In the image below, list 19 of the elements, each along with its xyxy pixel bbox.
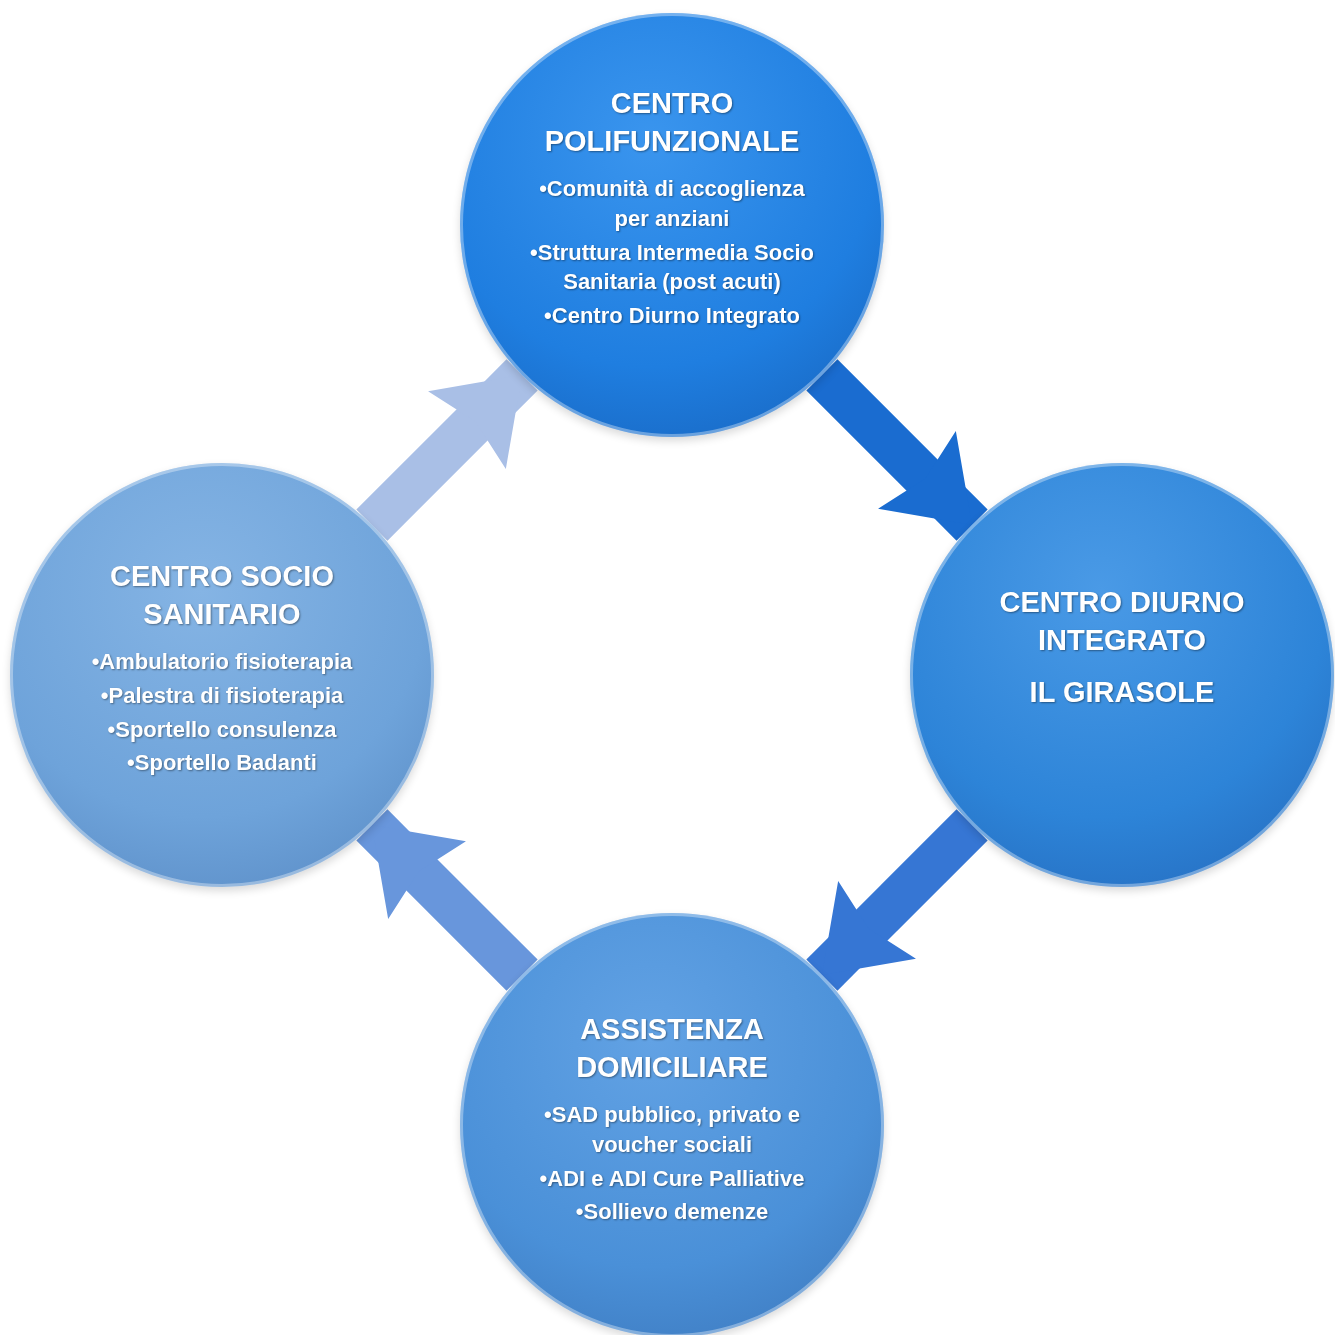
bullet-item: •Palestra di fisioterapia	[100, 682, 344, 711]
block-arrow	[356, 359, 538, 541]
bullet-item: •Comunità di accoglienza per anziani	[538, 175, 806, 234]
block-arrow	[356, 809, 538, 991]
bullet-item: •Sollievo demenze	[575, 1198, 769, 1227]
circle-title: CENTRO DIURNO INTEGRATO	[998, 585, 1246, 659]
block-arrow	[806, 809, 988, 991]
block-arrow	[806, 359, 988, 541]
circle-title: CENTRO POLIFUNZIONALE	[543, 86, 801, 159]
bullet-item: •SAD pubblico, privato e voucher sociali	[543, 1101, 801, 1160]
bullet-item: •Sportello Badanti	[127, 749, 317, 778]
bullet-item: •Ambulatorio fisioterapia	[91, 648, 353, 677]
bullet-item: •Sportello consulenza	[107, 715, 337, 744]
circle-title: CENTRO SOCIO SANITARIO	[109, 559, 335, 632]
bullet-item: •ADI e ADI Cure Palliative	[539, 1164, 805, 1193]
bullet-item: •Struttura Intermedia Socio Sanitaria (post acuti)	[529, 238, 815, 297]
bullet-item: •Centro Diurno Integrato	[544, 302, 800, 331]
circle-title: IL GIRASOLE	[1029, 674, 1215, 710]
circle-title: ASSISTENZA DOMICILIARE	[575, 1012, 769, 1085]
